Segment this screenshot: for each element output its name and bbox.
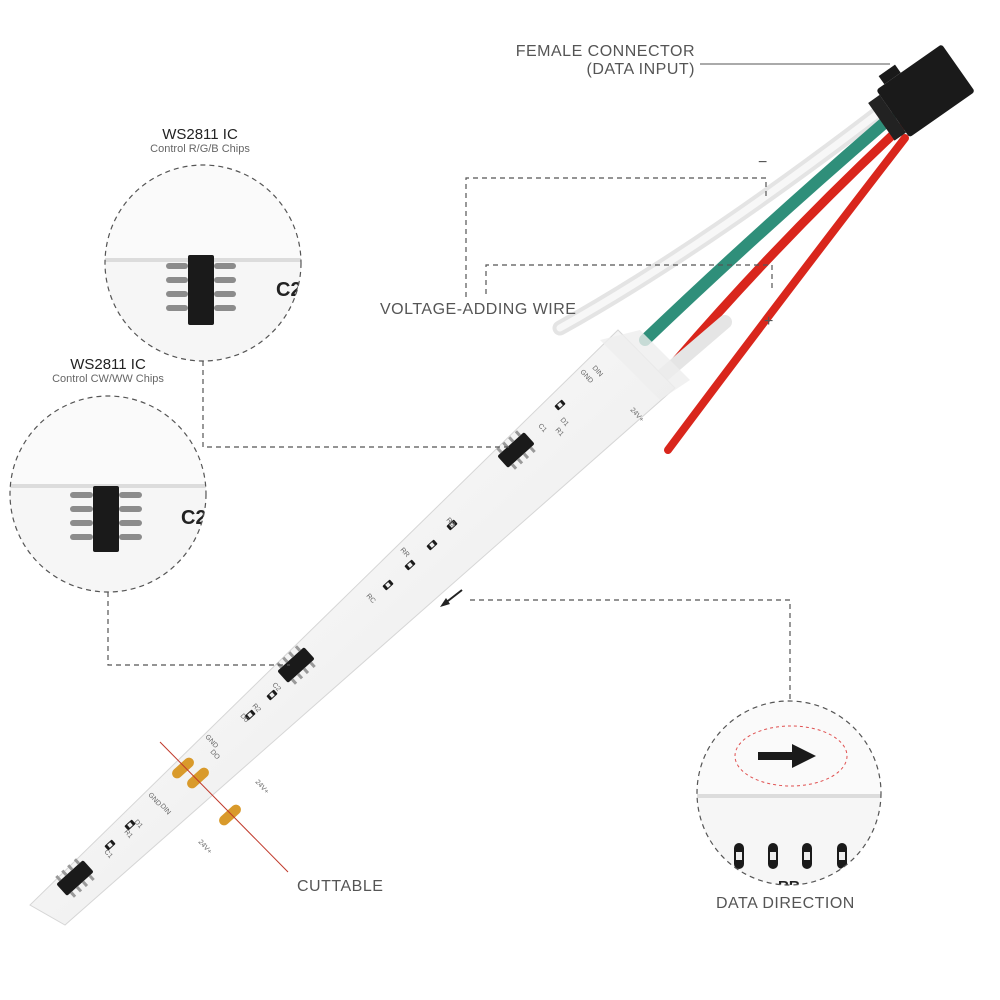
callout-minus-wire xyxy=(465,177,767,298)
strip-mark-rb: RB xyxy=(445,517,457,529)
strip-mark-24v-low: 24V+ xyxy=(197,839,213,856)
zoom-circle-cw-ic: C2 xyxy=(9,395,207,593)
strip-mark-c1-top: C1 xyxy=(537,423,548,434)
strip-mark-c2: C2 xyxy=(271,682,282,693)
callout-plus-wire xyxy=(485,264,773,298)
strip-mark-rr: RR xyxy=(399,547,411,559)
strip-mark-r1-top: R1 xyxy=(554,427,565,438)
zoom-chip-label-cw: C2 xyxy=(181,507,207,529)
ic-cw-subtitle: Control CW/WW Chips xyxy=(52,373,164,385)
red-wire-outer xyxy=(664,134,909,454)
callout-lines xyxy=(107,177,791,700)
strip-mark-d1-top: D1 xyxy=(559,417,570,428)
strip-mark-r1-low: R1 xyxy=(123,829,134,840)
ic-rgb-subtitle: Control R/G/B Chips xyxy=(150,143,250,155)
callout-data-direction xyxy=(470,599,791,700)
data-direction-arrow-icon xyxy=(758,744,816,768)
ic-rgb-label: WS2811 IC Control R/G/B Chips xyxy=(110,126,290,155)
strip-mark-r2: R2 xyxy=(251,703,262,714)
strip-mark-rc: RC xyxy=(365,593,377,605)
female-connector xyxy=(868,45,974,141)
zoom-chip-label-rgb: C2 xyxy=(276,279,302,301)
strip-mark-d1-low: D1 xyxy=(133,819,144,830)
cuttable-label: CUTTABLE xyxy=(297,878,384,895)
strip-mark-24v-mid: 24V+ xyxy=(254,779,270,796)
zoom-circle-data-direction: RR xyxy=(696,700,882,895)
ic-rgb-title: WS2811 IC xyxy=(162,126,238,143)
plus-sign-label: + xyxy=(764,313,774,330)
callout-cw-ic xyxy=(107,592,290,666)
ic-cw-title: WS2811 IC xyxy=(70,356,146,373)
copper-pads xyxy=(172,757,241,826)
female-connector-label-line2: (DATA INPUT) xyxy=(586,61,695,78)
cut-line xyxy=(159,741,289,873)
data-direction-label: DATA DIRECTION xyxy=(716,895,855,912)
strip-mark-d0: D0 xyxy=(239,713,250,724)
led-strip: GND DIN D1 R1 C1 24V+ RB RR RC C2 R2 D0 … xyxy=(29,329,690,926)
minus-sign-label: − xyxy=(758,154,768,171)
red-wire-inner xyxy=(670,123,905,367)
ic-cw-label: WS2811 IC Control CW/WW Chips xyxy=(18,356,198,385)
zoom-circle-rgb-ic: C2 xyxy=(104,164,302,362)
strip-direction-arrow-icon xyxy=(440,589,463,607)
zoom-pad-label: RR xyxy=(778,878,800,895)
zoom-led-pads xyxy=(734,843,847,869)
female-connector-label: FEMALE CONNECTOR (DATA INPUT) xyxy=(480,43,695,79)
callout-rgb-ic xyxy=(202,361,510,448)
green-wire xyxy=(639,112,896,346)
female-connector-label-line1: FEMALE CONNECTOR xyxy=(515,43,695,60)
voltage-wire-label: VOLTAGE-ADDING WIRE xyxy=(380,301,577,318)
strip-mark-c1-low: C1 xyxy=(103,849,114,860)
